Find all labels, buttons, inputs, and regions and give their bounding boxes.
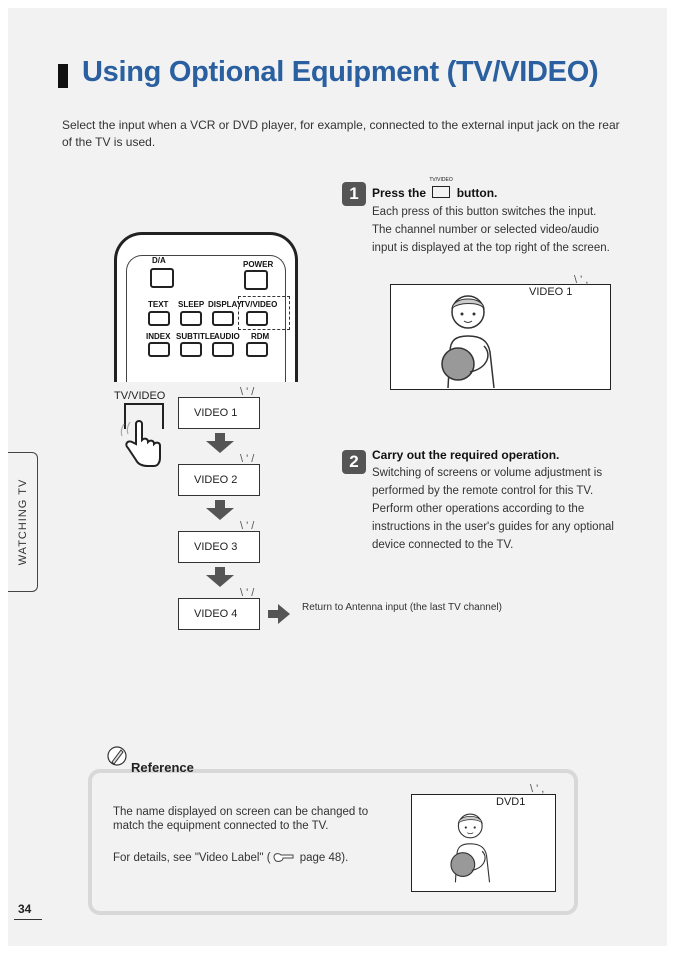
remote-label-index: INDEX <box>146 332 171 341</box>
index-button <box>148 342 170 357</box>
remote-label-tvvideo: TV/VIDEO <box>240 300 278 309</box>
sparkle-icon: \ ' / <box>240 520 255 532</box>
child-with-ball-illustration <box>450 813 491 883</box>
screen-label-video1: VIDEO 1 <box>529 286 573 298</box>
remote-label-subtitle: SUBTITLE <box>176 332 216 341</box>
intro-text: Select the input when a VCR or DVD playe… <box>62 118 620 149</box>
step-2-body: Switching of screens or volume adjustmen… <box>372 467 614 551</box>
step-2-number: 2 <box>342 450 366 474</box>
reference-text-2-end: page 48). <box>296 852 349 864</box>
sequence-video3: VIDEO 3 <box>178 531 260 563</box>
sparkle-icon: \ ' , <box>574 274 589 286</box>
title-marker <box>58 64 68 88</box>
power-button <box>244 270 268 290</box>
remote-label-sleep: SLEEP <box>178 300 205 309</box>
sparkle-icon: \ ' / <box>240 386 255 398</box>
da-button <box>150 268 174 288</box>
step-1-heading-text: Press the <box>372 186 427 200</box>
sparkle-icon: \ ' , <box>530 783 545 795</box>
section-side-tab: WATCHING TV <box>8 452 38 592</box>
tvvideo-remote-button <box>246 311 268 326</box>
remote-label-display: DISPLAY <box>208 300 242 309</box>
reference-text-1: The name displayed on screen can be chan… <box>113 806 369 832</box>
reference-text-2-start: For details, see "Video Label" ( <box>113 852 271 864</box>
audio-button <box>212 342 234 357</box>
tvvideo-button-icon: TV/VIDEO <box>429 177 453 198</box>
screen-label-dvd1: DVD1 <box>496 796 526 808</box>
rdm-button <box>246 342 268 357</box>
down-arrow-icon <box>206 575 234 587</box>
arrow-stem <box>215 433 225 441</box>
page-title: Using Optional Equipment (TV/VIDEO) <box>82 56 599 88</box>
tvvideo-highlight-box <box>238 296 290 330</box>
page-number: 34 <box>18 902 32 916</box>
page-number-rule <box>14 919 42 920</box>
remote-label-audio: AUDIO <box>214 332 240 341</box>
reference-title: Reference <box>131 760 194 775</box>
step-2-heading: Carry out the required operation. <box>372 448 560 462</box>
down-arrow-icon <box>206 441 234 453</box>
sequence-video4: VIDEO 4 <box>178 598 260 630</box>
child-with-ball-illustration <box>441 295 495 388</box>
step-1-body: Each press of this button switches the i… <box>372 206 610 254</box>
pencil-icon <box>107 746 127 766</box>
side-tab-label: WATCHING TV <box>16 478 29 566</box>
tvvideo-button-outline <box>124 403 164 429</box>
down-arrow-icon <box>206 508 234 520</box>
step-1-number: 1 <box>342 182 366 206</box>
tv-screen-video1 <box>390 284 611 390</box>
remote-label-rdm: RDM <box>251 332 270 341</box>
tvvideo-label: TV/VIDEO <box>114 390 166 402</box>
remote-label-power: POWER <box>243 260 274 269</box>
return-note: Return to Antenna input (the last TV cha… <box>302 602 502 613</box>
sparkle-icon: \ ' / <box>240 453 255 465</box>
remote-panel <box>126 255 286 382</box>
remote-label-text: TEXT <box>148 300 169 309</box>
remote-control-illustration <box>114 232 298 382</box>
right-arrow-icon <box>268 604 290 624</box>
sequence-video1: VIDEO 1 <box>178 397 260 429</box>
sparkle-icon: \ ' / <box>240 587 255 599</box>
remote-label-da: D/A <box>152 256 166 265</box>
tvvideo-button-icon-label: TV/VIDEO <box>429 177 453 183</box>
subtitle-button <box>180 342 202 357</box>
sequence-video2: VIDEO 2 <box>178 464 260 496</box>
see-page-hand-icon <box>273 853 294 862</box>
pointing-hand-icon <box>120 420 161 467</box>
step-1-heading: Press the TV/VIDEO button. <box>372 177 498 200</box>
arrow-stem <box>215 567 225 575</box>
text-button <box>148 311 170 326</box>
reference-text-2: For details, see "Video Label" ( page 48… <box>113 851 403 865</box>
step-1-heading-text-end: button. <box>456 186 498 200</box>
display-button <box>212 311 234 326</box>
arrow-stem <box>215 500 225 508</box>
sleep-button <box>180 311 202 326</box>
